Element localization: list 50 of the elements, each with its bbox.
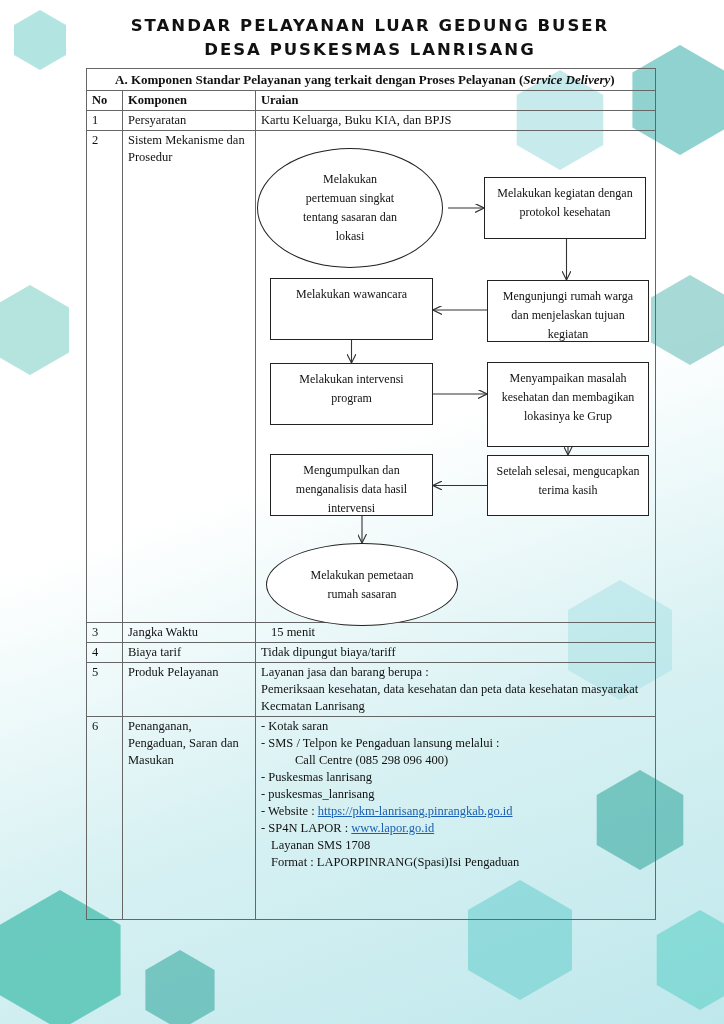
component-name: Sistem Mekanisme dan Prosedur [128,133,245,164]
arrow [562,445,574,456]
row-number: 6 [92,719,99,733]
section-heading: A. Komponen Standar Pelayanan yang terkait dengan Proses Pelayanan (Service Delivery) [115,71,616,88]
description-text: 15 menit [271,625,316,639]
arrow [432,304,488,316]
description-text: Tidak dipungut biaya/tariff [261,645,396,659]
process-box: Melakukan intervensi program [270,363,433,425]
description-text: - puskesmas_lanrisang [261,787,375,801]
component-name: Penanganan, Pengaduan, Saran dan Masukan [128,719,239,767]
arrow [356,515,368,544]
terminal-ellipse: Melakukan pertemuan singkat tentang sasaran dan lokasi [257,148,443,268]
process-box: Menyampaikan masalah kesehatan dan membagikan lokasinya ke Grup [487,362,649,447]
column-header: Komponen [128,93,188,107]
row-number: 3 [92,625,99,639]
column-header: No [92,93,108,107]
component-name: Persyaratan [128,113,187,127]
description-text: Kartu Keluarga, Buku KIA, dan BPJS [261,113,452,127]
description-text: - Website : [261,804,315,818]
description-text: - Puskesmas lanrisang [261,770,373,784]
row-number: 5 [92,665,99,679]
arrow [432,480,488,491]
arrow [447,202,485,214]
description-text: - SMS / Telpon ke Pengaduan lansung melalui : [261,736,500,750]
row-number: 2 [92,133,99,147]
description-text: Call Centre (085 298 096 400) [295,753,449,767]
component-name: Produk Pelayanan [128,665,219,679]
link: www.lapor.go.id [351,821,435,835]
process-box: Setelah selesai, mengucapkan terima kasih [487,455,649,516]
row-number: 1 [92,113,99,127]
description-text: Format : LAPORPINRANG(Spasi)Isi Pengaduan [271,855,520,869]
process-box: Mengumpulkan dan menganalisis data hasil intervensi [270,454,433,516]
link: https://pkm-lanrisang.pinrangkab.go.id [317,804,513,818]
process-box: Mengunjungi rumah warga dan menjelaskan tujuan kegiatan [487,280,649,342]
column-header: Uraian [261,93,299,107]
component-name: Biaya tarif [128,645,182,659]
arrow [432,388,488,400]
description-text: - Kotak saran [261,719,329,733]
description-text: Pemeriksaan kesehatan, data kesehatan dan peta data kesehatan masyarakat Kecmatan Lanrisang [261,682,639,713]
component-name: Jangka Waktu [128,625,198,639]
description-text: Layanan jasa dan barang berupa : [261,665,429,679]
process-box: Melakukan kegiatan dengan protokol kesehatan [484,177,646,239]
description-text: - SP4N LAPOR : [261,821,349,835]
process-box: Melakukan wawancara [270,278,433,340]
description-text: Layanan SMS 1708 [271,838,371,852]
page-title: STANDAR PELAYANAN LUAR GEDUNG BUSER DESA PUSKESMAS LANRISANG [129,15,611,61]
terminal-ellipse: Melakukan pemetaan rumah sasaran [266,543,458,626]
arrow [561,238,572,281]
row-number: 4 [92,645,99,659]
arrow [346,339,357,364]
